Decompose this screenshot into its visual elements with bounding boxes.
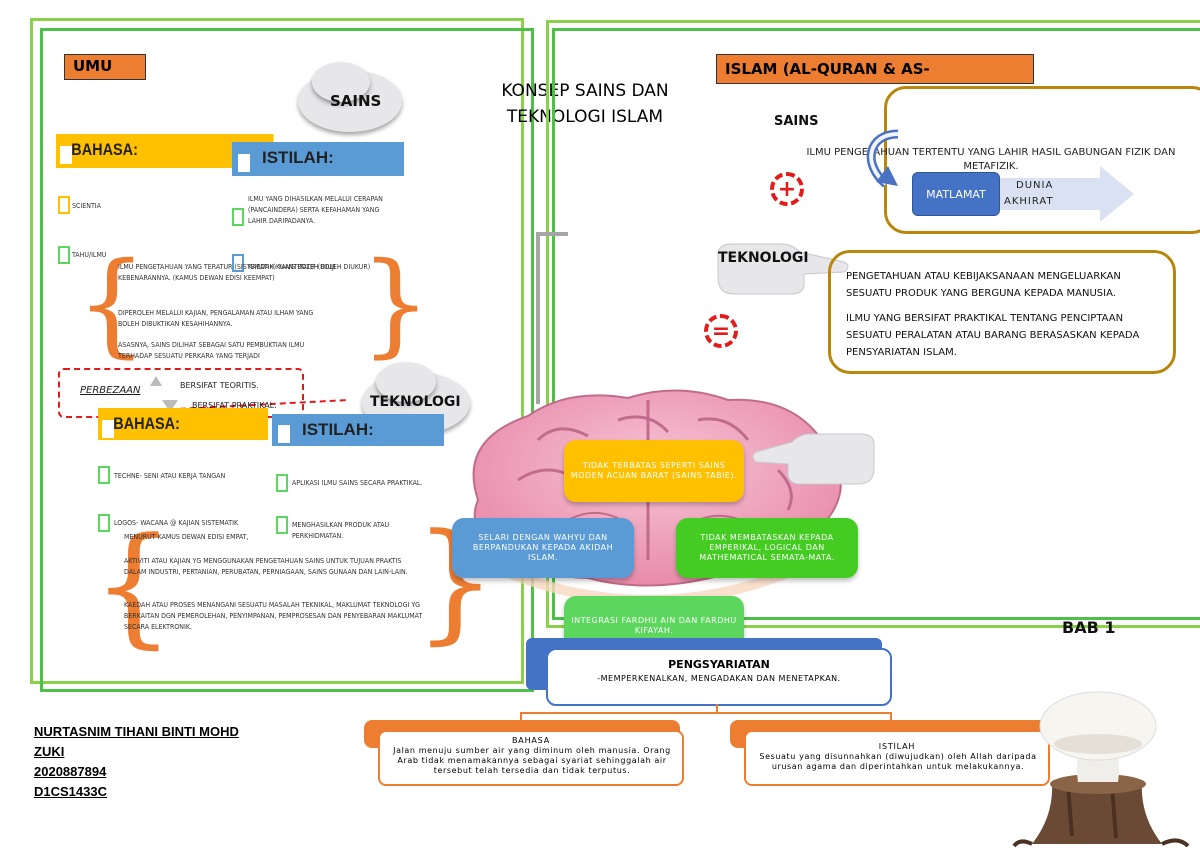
perbezaan-label: PERBEZAAN [80,385,141,396]
bahasa-header-1-bullet [60,146,72,164]
tree-stump-image [1012,691,1190,848]
pensyariatan-title: PENGSYARIATAN [668,658,770,671]
right-teknologi-heading: TEKNOLOGI [718,250,809,266]
dunia-label: DUNIA [1016,180,1054,191]
student-name-line-1: NURTASNIM TIHANI BINTI MOHD [34,724,239,739]
istilah-header-1: ISTILAH: [232,142,404,176]
istilah-def-title: ISTILAH [878,742,916,751]
bahasa1-item-2: TAHU/ILMU [72,251,107,259]
bahasa1-bullet-1 [58,196,70,214]
sains-cloud-puff [312,62,370,102]
umu-label: UMU [64,54,146,80]
bahasa-def-box [378,730,684,786]
teknologi-definition-1: PENGETAHUAN ATAU KEBIJAKSANAAN MENGELUAR… [846,271,1121,299]
bahasa1-item-1: SCIENTIA [72,202,101,210]
istilah1-item-1: ILMU YANG DIHASILKAN MELALUI CERAPAN (PA… [248,195,383,225]
sains-note-2: DIPEROLEH MELALUI KAJIAN, PENGALAMAN ATA… [118,309,314,328]
perbezaan-line-1: BERSIFAT TEORITIS. [180,381,259,390]
istilah-header-2-bullet [278,425,290,443]
curved-arrow-icon [866,129,899,188]
bahasa2-bullet-1 [98,466,110,484]
istilah-header-2: ISTILAH: [272,414,444,446]
bahasa-header-2-bullet [102,420,114,438]
brain-node-right: TIDAK MEMBATASKAN KEPADA EMPERIKAL, LOGI… [676,518,858,578]
perbezaan-line-2: BERSIFAT PRAKTIKAL. [192,401,277,410]
islam-label: ISLAM (AL-QURAN & AS- [716,54,1034,84]
teknologi-definition-2: ILMU YANG BERSIFAT PRAKTIKAL TENTANG PEN… [846,313,1140,358]
teknologi-note-3: KAEDAH ATAU PROSES MENANGANI SESUATU MAS… [124,601,423,631]
brain-node-left: SELARI DENGAN WAHYU DAN BERPANDUKAN KEPA… [452,518,634,578]
sains-notes-left-brace: { [76,239,148,369]
akhirat-label: AKHIRAT [1004,196,1054,207]
bahasa-def-title: BAHASA [512,736,550,745]
bahasa-header-2: BAHASA: [98,408,268,440]
left-panel-outer-frame [30,18,524,684]
bahasa2-bullet-2 [98,514,110,532]
equal-icon: = [704,314,738,348]
istilah2-bullet-1 [276,474,288,492]
bahasa1-bullet-2 [58,246,70,264]
brain-node-top: TIDAK TERBATAS SEPERTI SAINS MODEN ACUAN… [564,440,744,502]
left-panel-inner-frame [40,28,534,692]
center-title: KONSEP SAINS DAN TEKNOLOGI ISLAM [501,81,669,127]
tree-connector-right [890,712,892,724]
tree-connector-left [520,712,522,724]
istilah2-bullet-2 [276,516,288,534]
sains-notes-right-brace: } [360,239,432,369]
istilah2-item-1: APLIKASI ILMU SAINS SECARA PRAKTIKAL. [292,479,423,487]
connector-line [536,232,540,404]
bahasa-def-text: Jalan menuju sumber air yang diminum ole… [393,746,671,775]
tree-connector-vertical [716,704,718,714]
connector-line-top [536,232,568,236]
teknologi-cloud-label: TEKNOLOGI [370,394,461,410]
istilah-def-box [744,730,1050,786]
student-name-line-2: ZUKI [34,744,65,759]
student-id: 2020887894 [34,764,107,779]
sains-note-1: ILMU PENGETAHUAN YANG TERATUR (SISTEMATI… [118,263,336,282]
teknologi-cloud-puff [376,362,436,402]
istilah2-item-2: MENGHASILKAN PRODUK ATAU PERKHIDMATAN. [292,521,390,540]
sains-definition: ILMU PENGETAHUAN TERTENTU YANG LAHIR HAS… [806,147,1176,172]
plus-icon: + [770,172,804,206]
istilah1-bullet-2 [232,254,244,272]
pointing-hand-2-icon [752,433,875,485]
student-code: D1CS1433C [34,784,107,799]
pensyariatan-box [546,648,892,706]
bahasa2-item-2: LOGOS- WACANA @ KAJIAN SISTEMATIK [114,519,239,527]
bahasa2-item-1: TECHNE- SENI ATAU KERJA TANGAN [114,472,226,480]
istilah1-item-2: KAEDAH KUANTITATIF (BOLEH DIUKUR) [248,263,371,271]
sains-note-3: ASASNYA, SAINS DILIHAT SEBAGAI SATU PEMB… [118,341,305,360]
teknologi-note-1: MENURUT KAMUS DEWAN EDISI EMPAT, [124,533,249,541]
matlamat-box: MATLAMAT [912,172,1000,216]
right-panel-outer-frame [546,20,1200,628]
dunia-akhirat-arrow-icon [990,166,1134,222]
teknologi-note-2: AKTIVITI ATAU KAJIAN YG MENGGUNAKAN PENG… [124,557,408,576]
right-sains-heading: SAINS [774,114,819,129]
istilah-header-1-bullet [238,154,250,172]
sains-definition-box [884,86,1200,234]
teknologi-definition-box [828,250,1176,374]
tree-connector-horizontal [520,712,892,714]
sains-cloud-label: SAINS [330,92,382,110]
pensyariatan-desc: -MEMPERKENALKAN, MENGADAKAN DAN MENETAPK… [597,674,841,683]
istilah-def-text: Sesuatu yang disunnahkan (diwujudkan) ol… [759,752,1037,771]
perbezaan-up-arrow [150,376,162,386]
teknologi-notes-left-brace: { [92,509,175,661]
bab-label: BAB 1 [1062,618,1116,637]
right-panel-inner-frame [552,28,1200,620]
istilah1-bullet-1 [232,208,244,226]
